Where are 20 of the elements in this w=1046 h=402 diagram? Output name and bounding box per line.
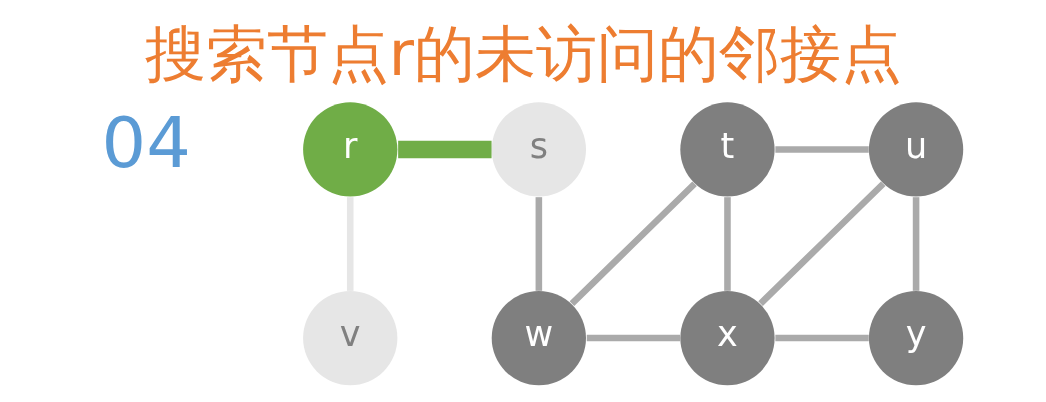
node-circle: x <box>679 290 775 386</box>
node-circle: v <box>302 290 397 386</box>
connector <box>774 146 869 153</box>
node-circle: r <box>302 102 397 197</box>
diagram-title: 搜索节点r的未访问的邻接点 <box>144 17 902 89</box>
connector <box>774 334 869 342</box>
connector <box>586 334 680 342</box>
node-circle: u <box>868 102 963 197</box>
connector <box>569 181 697 306</box>
node-circle: s <box>491 102 586 197</box>
connector <box>912 197 919 291</box>
connector <box>346 197 354 291</box>
node-circle: y <box>868 290 963 386</box>
connector <box>757 181 886 306</box>
node-circle: t <box>679 102 775 197</box>
connector <box>397 140 492 159</box>
node-circle: w <box>491 290 586 386</box>
label: 04 <box>101 102 191 185</box>
connector <box>723 197 731 291</box>
connector <box>535 197 542 291</box>
